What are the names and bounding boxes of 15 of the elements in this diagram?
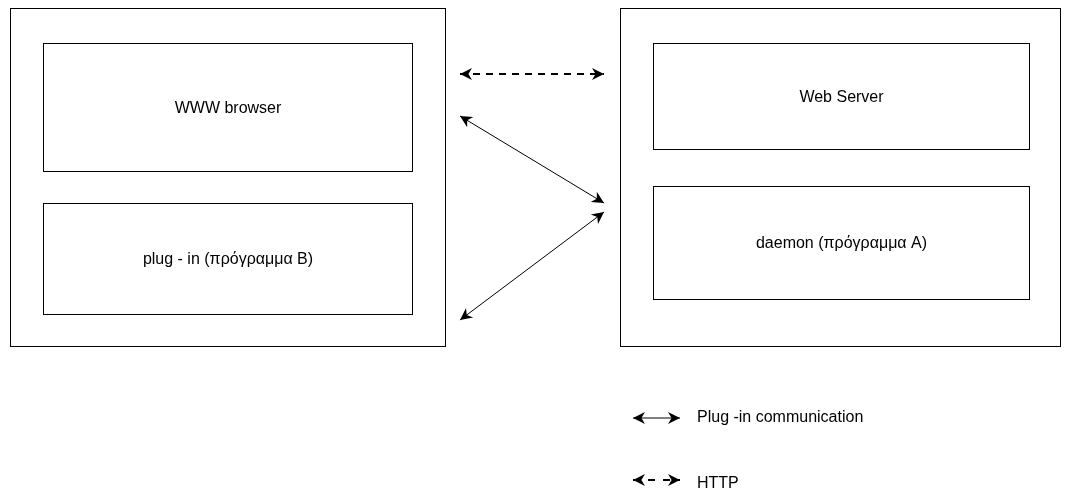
double-arrow [459,211,605,321]
legend-label: HTTP [697,474,739,491]
system-box [10,8,446,347]
component-label: WWW browser [174,98,282,117]
component-label: daemon (πρόγραμμα A) [755,234,928,252]
component-box [653,186,1030,300]
component-box [43,203,413,315]
component-box [43,43,413,172]
dashed-double-arrow [459,68,605,80]
double-arrow [459,115,605,204]
legend-label: Plug -in communication [697,408,864,426]
system-box [620,8,1061,347]
component-label: Web Server [799,87,884,106]
component-label: plug - in (πρόγραμμα B) [142,250,314,268]
component-box [653,43,1030,150]
